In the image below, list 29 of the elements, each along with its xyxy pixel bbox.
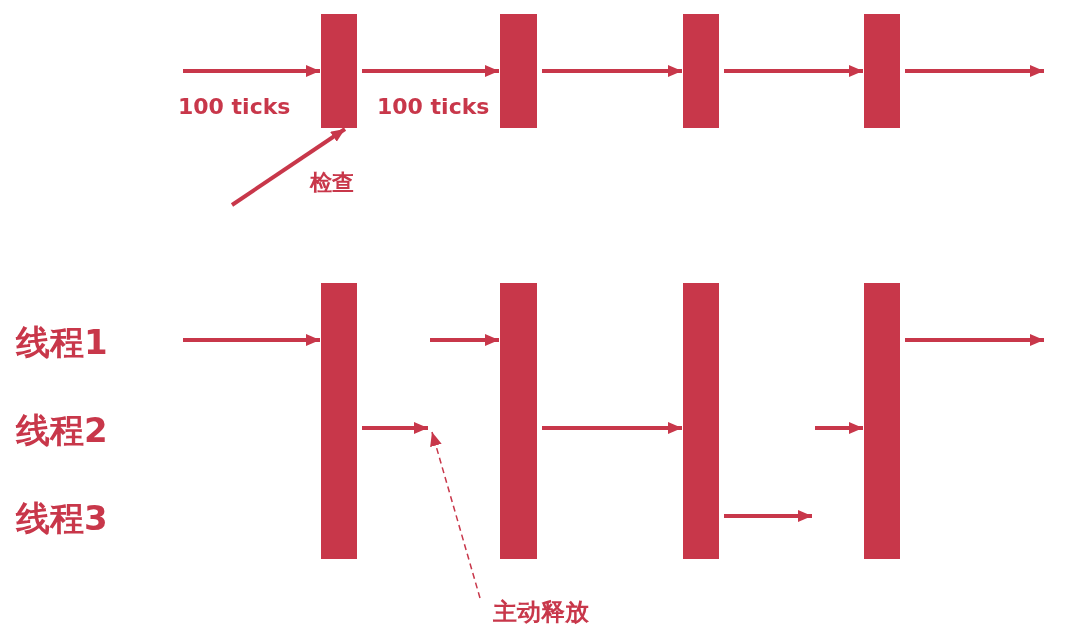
arrow	[362, 422, 428, 434]
arrow	[230, 127, 347, 207]
arrow	[905, 334, 1044, 346]
time-slice-bar	[864, 283, 900, 559]
arrow	[905, 65, 1044, 77]
callout-text: 主动释放	[493, 600, 589, 624]
time-slice-bar	[321, 283, 357, 559]
arrow	[362, 65, 499, 77]
edge-label: 100 ticks	[377, 96, 490, 118]
time-slice-bar	[683, 283, 719, 559]
time-slice-bar	[500, 14, 537, 128]
thread-label: 线程1	[16, 325, 108, 359]
leader-line	[430, 431, 481, 599]
arrow	[430, 334, 499, 346]
time-slice-bar	[683, 14, 719, 128]
thread-label: 线程2	[16, 413, 108, 447]
arrow	[815, 422, 863, 434]
edge-label: 100 ticks	[178, 96, 291, 118]
arrow	[183, 65, 320, 77]
arrow	[542, 65, 682, 77]
edge-label: 检查	[310, 172, 354, 194]
time-slice-bar	[864, 14, 900, 128]
arrow	[724, 510, 812, 522]
time-slice-bar	[321, 14, 357, 128]
arrow	[183, 334, 320, 346]
arrow	[542, 422, 682, 434]
thread-label: 线程3	[16, 501, 108, 535]
arrow	[724, 65, 863, 77]
time-slice-bar	[500, 283, 537, 559]
